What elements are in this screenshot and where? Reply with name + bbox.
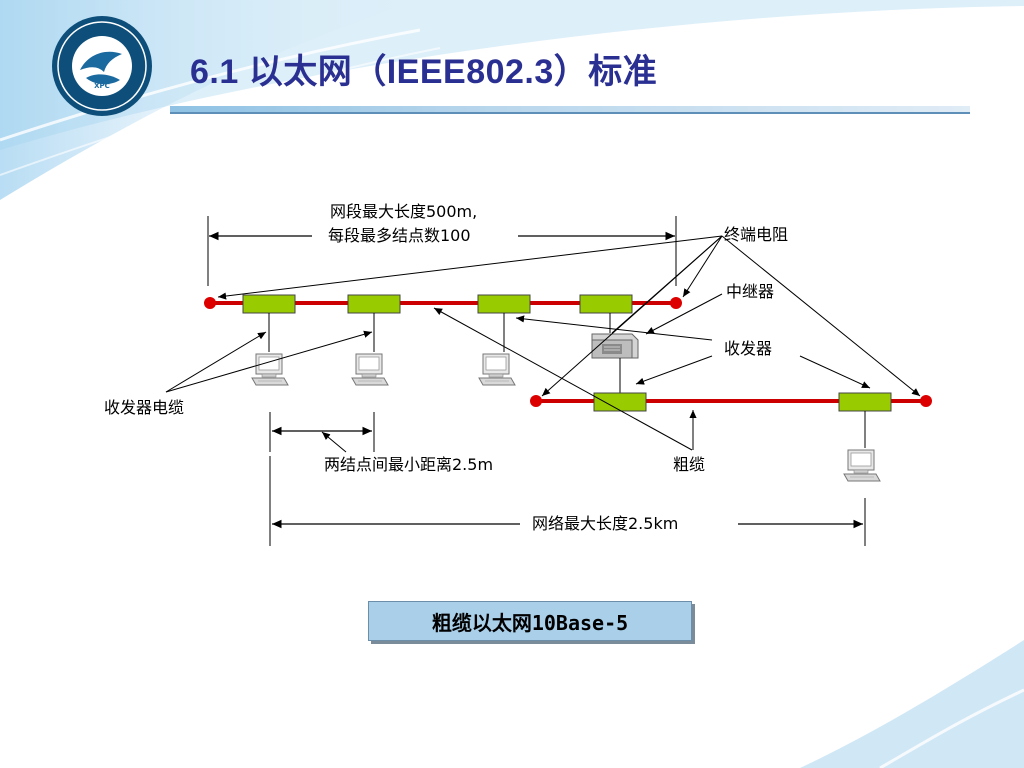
terminator-right-1 (670, 297, 682, 309)
computer-icon (843, 449, 881, 482)
title-divider-line (170, 112, 970, 114)
transceiver (579, 294, 633, 314)
terminator-pointer (217, 235, 723, 300)
page-title: 6.1 以太网（IEEE802.3）标准 (190, 53, 658, 91)
computer-icon (478, 353, 516, 386)
terminator-left-1 (204, 297, 216, 309)
computer-icon (251, 353, 289, 386)
thick-cable-pointer (433, 307, 693, 451)
transceiver (838, 392, 892, 412)
transceiver-cable-label: 收发器电缆 (104, 398, 185, 417)
svg-text:XPC: XPC (94, 82, 110, 90)
transceiver-cable-pointer (165, 331, 267, 393)
terminator-pointer (721, 235, 921, 397)
max-network-length-label: 网络最大长度2.5km (532, 514, 679, 533)
caption-box: 粗缆以太网10Base-5 (368, 601, 692, 641)
transceiver (477, 294, 531, 314)
transceiver-pointer (799, 355, 871, 389)
transceiver-pointer (635, 355, 713, 385)
terminator-label: 终端电阻 (724, 225, 789, 244)
terminator-left-2 (530, 395, 542, 407)
terminator-right-2 (920, 395, 932, 407)
transceiver (242, 294, 296, 314)
terminator-pointer (611, 235, 723, 334)
transceiver-label: 收发器 (724, 339, 773, 358)
min-spacing-label: 两结点间最小距离2.5m (324, 455, 494, 474)
repeater-pointer (645, 293, 723, 335)
transceiver-pointer (515, 315, 713, 341)
transceiver (347, 294, 401, 314)
school-logo-icon: XPC (52, 16, 152, 116)
caption-text: 粗缆以太网10Base-5 (431, 610, 629, 635)
repeater-label: 中继器 (726, 282, 775, 301)
min-spacing-pointer (321, 431, 347, 453)
terminator-pointer (682, 235, 723, 298)
computer-icon (351, 353, 389, 386)
segment-length-label: 网段最大长度500m, (330, 202, 478, 221)
transceiver (593, 392, 647, 412)
title-divider (170, 106, 970, 112)
repeater-icon (591, 333, 639, 359)
transceiver-cable-pointer (165, 330, 373, 393)
thick-cable-label: 粗缆 (673, 455, 706, 474)
segment-nodes-label: 每段最多结点数100 (328, 226, 471, 245)
